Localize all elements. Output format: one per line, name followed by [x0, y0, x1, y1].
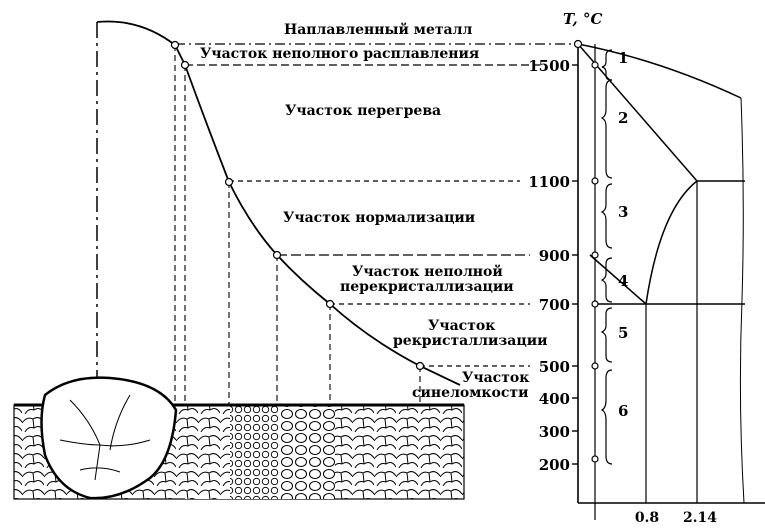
a3-line: [589, 254, 647, 305]
tick-0-8: 0.8: [635, 510, 659, 526]
tick-2-14: 2.14: [683, 510, 717, 526]
zone-number-labels: 1 2 3 4 5 6: [618, 49, 628, 420]
zone-number-6: 6: [618, 402, 628, 420]
tick-200: 200: [539, 456, 570, 474]
tick-1100: 1100: [528, 173, 570, 191]
tick-400: 400: [539, 390, 570, 408]
projection-lines: [175, 43, 578, 367]
peak-temperature-curve: [96, 20, 461, 386]
zone-labels: Наплавленный металл Участок неполного ра…: [200, 21, 548, 401]
label-blue-brittleness-1: Участок: [462, 370, 529, 386]
label-overheating: Участок перегрева: [285, 103, 441, 119]
temperature-ticks: [572, 64, 578, 465]
zone-number-1: 1: [618, 49, 628, 67]
temperature-axis-labels: T, °C 1500 1100 900 700 500 400 300 200: [528, 10, 602, 474]
carbon-axis-labels: 0.8 2.14: [635, 510, 717, 526]
zone-braces: [600, 49, 613, 465]
weld-bead: [40, 376, 178, 500]
label-partial-recrystallization-1: Участок неполной: [352, 263, 503, 280]
curve-points: [170, 40, 425, 371]
zone-number-5: 5: [618, 324, 628, 342]
label-recrystallization-2: рекристаллизации: [393, 333, 548, 349]
tick-700: 700: [539, 296, 570, 314]
metal-microstructure: [13, 376, 465, 500]
label-weld-metal: Наплавленный металл: [284, 21, 472, 38]
label-normalization: Участок нормализации: [283, 210, 475, 226]
partial-recrystallization-structure: [280, 405, 335, 499]
diagram-break-edge: [739, 97, 745, 504]
zone-number-3: 3: [618, 203, 628, 221]
zone-boundary-drops: [174, 45, 421, 405]
tick-500: 500: [539, 358, 570, 376]
temperature-axis-title: T, °C: [563, 10, 602, 28]
coarse-grain-zone: [185, 405, 230, 499]
label-blue-brittleness-2: синеломкости: [412, 385, 528, 401]
tick-300: 300: [539, 423, 570, 441]
label-incomplete-fusion: Участок неполного расплавления: [200, 46, 479, 62]
tick-900: 900: [539, 247, 570, 265]
zone-number-4: 4: [618, 272, 628, 290]
label-partial-recrystallization-2: перекристаллизации: [340, 279, 514, 295]
axis-points: [573, 39, 599, 463]
dendrite-pattern: [59, 394, 151, 481]
tick-1500: 1500: [528, 57, 570, 75]
acm-line: [645, 180, 698, 305]
liquidus-line: [577, 43, 742, 99]
label-recrystallization-1: Участок: [428, 318, 495, 334]
zone-number-2: 2: [618, 109, 628, 127]
fine-grain-zone: [230, 405, 280, 499]
